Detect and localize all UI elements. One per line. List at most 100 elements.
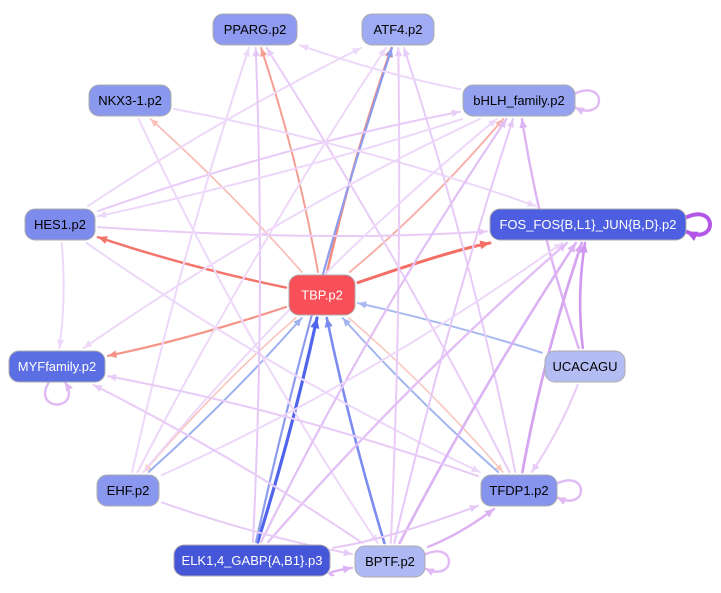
edge-ucacagu-tfdp1 <box>530 384 579 473</box>
node-label: FOS_FOS{B,L1}_JUN{B,D}.p2 <box>499 217 676 232</box>
edge-arrowhead <box>575 107 585 115</box>
edge-arrowhead <box>65 382 73 392</box>
node-bhlh[interactable]: bHLH_family.p2 <box>462 84 576 117</box>
edge-arrowhead <box>686 231 699 241</box>
node-bptf[interactable]: BPTF.p2 <box>354 545 426 578</box>
edge-arrowhead <box>451 109 460 117</box>
edge-arrowhead <box>260 48 268 57</box>
node-box[interactable] <box>288 274 356 316</box>
node-label: EHF.p2 <box>107 483 150 498</box>
edge-ucacagu-tbp <box>357 302 543 354</box>
edge-layer <box>43 44 712 577</box>
node-box[interactable] <box>173 544 331 577</box>
node-box[interactable] <box>96 474 160 507</box>
edge-arrowhead <box>150 119 159 127</box>
node-label: TFDP1.p2 <box>489 483 548 498</box>
edge-elk-pparg <box>251 47 262 543</box>
node-elk[interactable]: ELK1,4_GABP{A,B1}.p3 <box>173 544 331 577</box>
edge-tbp-bhlh <box>348 118 505 273</box>
edge-bptf-tbp <box>325 316 386 545</box>
node-ehf[interactable]: EHF.p2 <box>96 474 160 507</box>
edge-arrowhead <box>324 318 333 328</box>
edge-elk-fos <box>266 241 569 544</box>
node-ucacagu[interactable]: UCACAGU <box>544 350 626 383</box>
self-loop-edge <box>424 550 451 573</box>
edge-arrowhead <box>98 210 107 219</box>
node-label: NKX3-1.p2 <box>98 93 162 108</box>
edge-arrowhead <box>108 350 118 358</box>
edge-arrowhead <box>567 243 576 253</box>
edge-tbp-nkx3 <box>149 118 303 273</box>
edge-ehf-atf4 <box>136 47 387 473</box>
edge-arrowhead <box>478 228 487 236</box>
edge-bhlh-myf <box>82 118 481 349</box>
node-tbp[interactable]: TBP.p2 <box>288 274 356 316</box>
edge-hes1-atf4 <box>86 47 362 207</box>
node-box[interactable] <box>544 350 626 383</box>
node-nkx3[interactable]: NKX3-1.p2 <box>88 84 172 117</box>
edge-arrowhead <box>351 48 361 55</box>
edge-arrowhead <box>579 243 588 253</box>
edge-arrowhead <box>495 464 503 472</box>
node-pparg[interactable]: PPARG.p2 <box>212 13 298 46</box>
edge-arrowhead <box>531 463 540 472</box>
edge-arrowhead <box>252 48 260 57</box>
edge-arrowhead <box>403 48 411 57</box>
edge-arrowhead <box>342 565 352 574</box>
node-box[interactable] <box>212 13 298 46</box>
node-label: TBP.p2 <box>301 288 343 303</box>
edge-arrowhead <box>266 48 275 57</box>
node-box[interactable] <box>462 84 576 117</box>
edge-arrowhead <box>293 318 302 327</box>
edge-bptf-fos <box>398 241 578 545</box>
node-box[interactable] <box>24 208 96 241</box>
edge-elk-tfdp1 <box>332 504 479 549</box>
edge-arrowhead <box>83 340 93 348</box>
node-box[interactable] <box>8 350 106 383</box>
edge-arrowhead <box>385 48 393 58</box>
self-loop-edge <box>43 381 71 406</box>
node-label: PPARG.p2 <box>224 22 287 37</box>
edge-arrowhead <box>557 497 567 505</box>
edge-elk-tbp <box>256 316 319 544</box>
self-loop-edge <box>556 479 583 502</box>
node-box[interactable] <box>361 13 435 46</box>
edge-arrowhead <box>487 119 497 128</box>
edge-ehf-pparg <box>131 47 250 473</box>
edge-tfdp1-pparg <box>265 47 511 473</box>
edge-bptf-bhlh <box>393 118 514 544</box>
edge-arrowhead <box>108 374 117 382</box>
edge-arrowhead <box>519 119 528 129</box>
node-tfdp1[interactable]: TFDP1.p2 <box>480 474 558 507</box>
node-box[interactable] <box>489 208 687 241</box>
edge-tbp-myf <box>106 305 288 357</box>
edge-tbp-tfdp1 <box>347 317 504 473</box>
node-box[interactable] <box>354 545 426 578</box>
edge-ehf-tbp <box>147 317 303 473</box>
edge-elk-bhlh <box>260 117 508 544</box>
node-layer: PPARG.p2 ATF4.p2 bHLH_family.p2 NKX3-1.p2HE… <box>8 13 687 578</box>
edge-ucacagu-fos <box>578 241 587 350</box>
node-hes1[interactable]: HES1.p2 <box>24 208 96 241</box>
node-fos[interactable]: FOS_FOS{B,L1}_JUN{B,D}.p2 <box>489 208 687 241</box>
node-label: UCACAGU <box>552 359 617 374</box>
edge-hes1-fos <box>97 226 488 238</box>
edge-arrowhead <box>506 119 514 128</box>
node-atf4[interactable]: ATF4.p2 <box>361 13 435 46</box>
edge-bhlh-hes1 <box>97 118 464 218</box>
edge-tfdp1-tbp <box>341 317 500 473</box>
edge-arrowhead <box>300 44 309 52</box>
node-myf[interactable]: MYFfamily.p2 <box>8 350 106 383</box>
edge-arrowhead <box>484 509 495 518</box>
edge-tfdp1-myf <box>107 375 479 478</box>
edge-arrowhead <box>358 301 367 309</box>
node-label: ATF4.p2 <box>374 22 423 37</box>
edge-nkx3-bptf <box>137 118 379 544</box>
edge-tbp-pparg <box>260 47 319 273</box>
edge-tfdp1-atf4 <box>403 47 517 473</box>
node-label: MYFfamily.p2 <box>18 359 97 374</box>
node-box[interactable] <box>88 84 172 117</box>
node-box[interactable] <box>480 474 558 507</box>
self-loop-edge <box>574 89 601 112</box>
